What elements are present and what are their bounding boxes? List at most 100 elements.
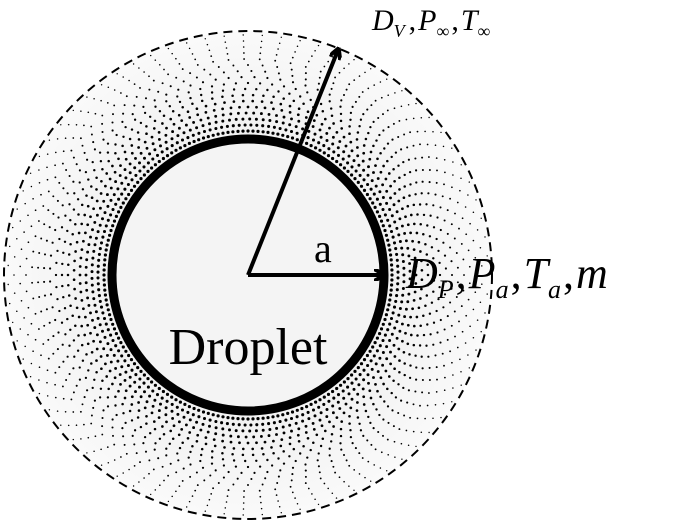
vapor-dot	[49, 254, 53, 257]
vapor-dot	[77, 315, 81, 319]
vapor-dot	[414, 282, 418, 285]
vapor-dot	[197, 415, 201, 419]
vapor-dot	[386, 387, 389, 391]
vapor-dot	[68, 372, 71, 376]
vapor-dot	[106, 142, 110, 145]
vapor-dot	[170, 137, 174, 141]
vapor-dot	[90, 196, 94, 200]
vapor-dot	[69, 218, 72, 222]
vapor-dot	[348, 83, 351, 86]
vapor-dot	[111, 121, 114, 124]
vapor-dot	[339, 112, 343, 116]
vapor-dot	[165, 154, 170, 158]
vapor-dot	[84, 231, 87, 235]
vapor-dot	[456, 281, 459, 284]
vapor-dot	[90, 422, 93, 425]
vapor-dot	[413, 290, 417, 294]
vapor-dot	[295, 138, 299, 142]
vapor-dot	[139, 369, 143, 373]
vapor-dot	[138, 377, 142, 381]
vapor-dot	[339, 105, 342, 108]
vapor-dot	[139, 177, 143, 181]
vapor-dot	[362, 395, 366, 399]
vapor-dot	[279, 78, 282, 81]
vapor-dot	[95, 333, 99, 337]
vapor-dot	[172, 424, 176, 428]
vapor-dot	[318, 76, 321, 79]
far-field-separator: ,	[451, 4, 459, 37]
vapor-dot	[111, 164, 114, 168]
vapor-dot	[379, 81, 382, 83]
vapor-dot	[214, 426, 218, 430]
vapor-dot	[97, 294, 101, 298]
vapor-dot	[249, 123, 253, 127]
vapor-dot	[314, 498, 316, 500]
vapor-dot	[361, 159, 365, 163]
vapor-dot	[340, 127, 344, 130]
vapor-dot	[151, 157, 155, 161]
vapor-dot	[432, 343, 435, 346]
vapor-dot	[191, 102, 194, 106]
vapor-dot	[392, 241, 397, 245]
vapor-dot	[425, 344, 428, 347]
vapor-dot	[398, 359, 401, 362]
vapor-dot	[192, 120, 196, 124]
vapor-dot	[155, 153, 160, 157]
vapor-dot	[416, 213, 419, 216]
vapor-dot	[183, 144, 187, 148]
vapor-dot	[38, 392, 41, 395]
vapor-dot	[481, 283, 483, 285]
vapor-dot	[30, 362, 33, 365]
vapor-dot	[134, 390, 137, 394]
vapor-dot	[425, 203, 428, 206]
vapor-dot	[226, 416, 230, 420]
vapor-dot	[442, 402, 445, 405]
vapor-dot	[45, 308, 48, 311]
vapor-dot	[227, 58, 230, 61]
vapor-dot	[135, 452, 138, 455]
vapor-dot	[196, 433, 200, 437]
vapor-dot	[105, 303, 109, 307]
vapor-dot	[194, 489, 197, 492]
vapor-dot	[392, 425, 395, 428]
vapor-dot	[288, 423, 292, 427]
vapor-dot	[472, 308, 475, 311]
vapor-dot	[452, 174, 454, 176]
vapor-dot	[291, 74, 294, 77]
vapor-dot	[123, 396, 127, 400]
vapor-dot	[72, 180, 75, 183]
vapor-dot	[412, 117, 415, 120]
vapor-dot	[188, 47, 191, 50]
vapor-dot	[335, 159, 339, 164]
vapor-dot	[327, 399, 331, 403]
vapor-dot	[406, 300, 410, 304]
vapor-dot	[49, 293, 53, 296]
vapor-dot	[367, 131, 370, 135]
vapor-dot	[87, 111, 90, 114]
surface-pressure: P	[468, 249, 496, 298]
vapor-dot	[323, 117, 327, 121]
vapor-dot	[117, 197, 121, 201]
vapor-dot	[97, 252, 101, 256]
vapor-dot	[260, 447, 264, 450]
vapor-dot	[121, 345, 125, 349]
vapor-dot	[322, 151, 326, 155]
vapor-dot	[304, 78, 307, 81]
vapor-dot	[346, 169, 350, 173]
vapor-dot	[132, 63, 135, 65]
vapor-dot	[187, 456, 190, 459]
vapor-dot	[228, 118, 231, 122]
vapor-dot	[201, 466, 205, 469]
vapor-dot	[120, 456, 122, 458]
vapor-dot	[91, 318, 94, 322]
vapor-dot	[395, 252, 399, 256]
vapor-dot	[397, 347, 401, 351]
vapor-dot	[199, 453, 203, 457]
vapor-dot	[226, 495, 229, 497]
vapor-dot	[266, 470, 269, 474]
vapor-dot	[76, 349, 80, 352]
vapor-dot	[94, 435, 97, 438]
vapor-dot	[101, 379, 104, 383]
vapor-dot	[318, 418, 322, 422]
vapor-dot	[416, 334, 419, 337]
